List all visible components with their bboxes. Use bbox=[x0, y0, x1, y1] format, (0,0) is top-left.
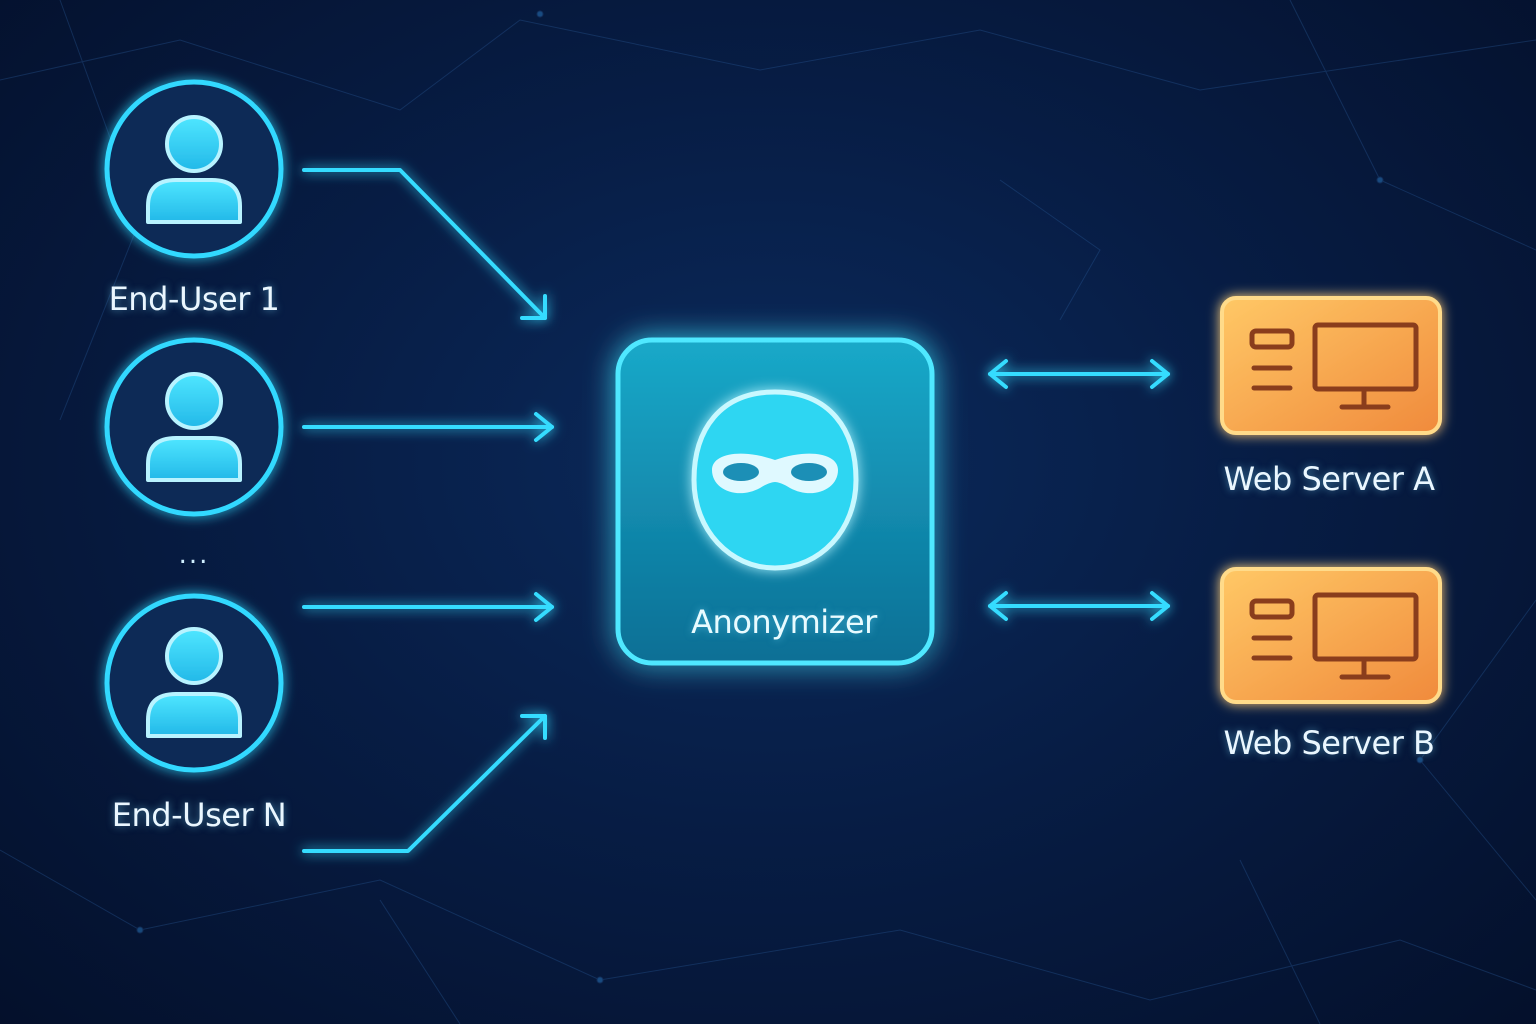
user-icon bbox=[146, 115, 242, 224]
user-icon bbox=[146, 627, 242, 738]
server-arrows bbox=[988, 359, 1170, 621]
web-server-a-label: Web Server A bbox=[1223, 460, 1435, 498]
user-n-label: End-User N bbox=[111, 796, 287, 834]
user-node-2 bbox=[104, 337, 284, 517]
users-ellipsis: ... bbox=[178, 540, 210, 570]
arrow-user-n bbox=[302, 714, 547, 853]
anonymizer-node bbox=[615, 337, 935, 666]
web-server-b-label: Web Server B bbox=[1223, 724, 1436, 762]
user-node-1 bbox=[104, 79, 284, 259]
arrow-server-b bbox=[988, 591, 1170, 621]
server-icon bbox=[1249, 592, 1419, 680]
user-icon bbox=[146, 372, 242, 482]
user-1-label: End-User 1 bbox=[108, 280, 280, 318]
mask-icon bbox=[691, 389, 859, 571]
web-server-b bbox=[1220, 567, 1442, 704]
anonymizer-label: Anonymizer bbox=[691, 603, 877, 641]
arrow-user-1 bbox=[302, 168, 547, 320]
server-icon bbox=[1249, 322, 1419, 410]
user-node-n bbox=[104, 593, 284, 773]
arrow-user-2 bbox=[302, 412, 554, 442]
arrow-user-3 bbox=[302, 592, 554, 622]
arrow-server-a bbox=[988, 359, 1170, 389]
user-arrows bbox=[302, 168, 554, 853]
web-server-a bbox=[1220, 296, 1442, 435]
